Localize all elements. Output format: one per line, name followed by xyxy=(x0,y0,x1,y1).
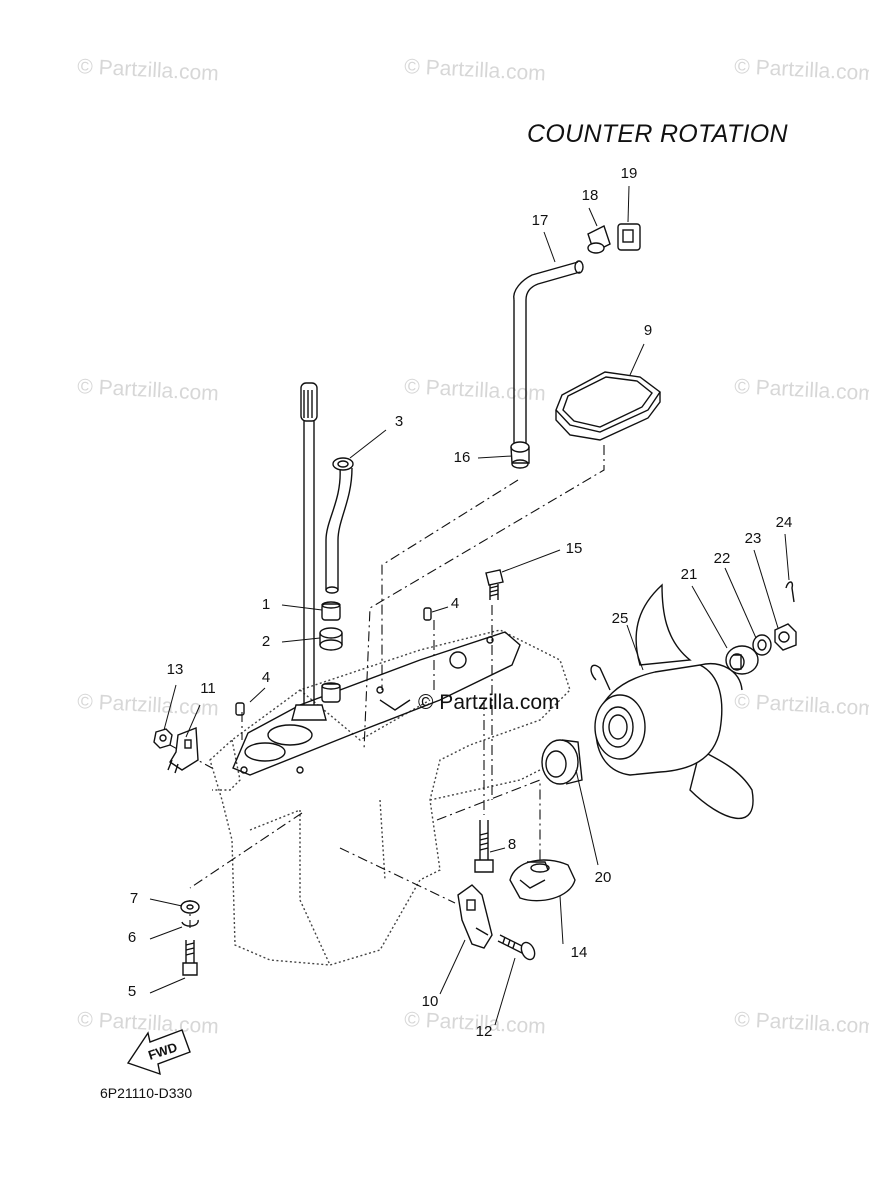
propeller-nut xyxy=(774,623,797,651)
callout-6[interactable]: 6 xyxy=(127,929,137,946)
callout-22[interactable]: 22 xyxy=(713,550,731,567)
diagram-title: COUNTER ROTATION xyxy=(527,120,788,148)
drive-seal xyxy=(321,682,341,703)
callout-15[interactable]: 15 xyxy=(565,540,583,557)
grommet-2 xyxy=(319,627,343,651)
leader-lines xyxy=(149,185,790,1026)
grommet-1 xyxy=(321,601,341,621)
callout-18[interactable]: 18 xyxy=(581,187,599,204)
anode-14 xyxy=(509,859,576,902)
diagram-code: 6P21110-D330 xyxy=(100,1085,193,1101)
callout-11[interactable]: 11 xyxy=(200,680,216,697)
callout-2[interactable]: 2 xyxy=(261,633,271,650)
clip xyxy=(617,223,641,251)
callout-14[interactable]: 14 xyxy=(570,944,588,961)
callout-10[interactable]: 10 xyxy=(421,993,439,1010)
callout-9[interactable]: 9 xyxy=(643,322,653,339)
callout-13[interactable]: 13 xyxy=(166,661,184,678)
callout-24[interactable]: 24 xyxy=(775,514,793,531)
housing-bolt-8 xyxy=(474,820,494,873)
trim-tab-anode xyxy=(167,727,199,774)
propeller-washer xyxy=(752,634,772,656)
washer xyxy=(180,900,200,914)
callout-1[interactable]: 1 xyxy=(261,596,271,613)
fwd-arrow-icon: FWD xyxy=(126,1029,191,1076)
callout-4-right[interactable]: 4 xyxy=(450,595,460,612)
center-watermark: © Partzilla.com xyxy=(418,691,560,714)
callout-21[interactable]: 21 xyxy=(680,566,698,583)
callout-7[interactable]: 7 xyxy=(129,890,139,907)
assembly-lines xyxy=(169,445,605,928)
dowel-pin-right xyxy=(423,607,432,621)
water-tube xyxy=(325,457,354,594)
callout-8[interactable]: 8 xyxy=(507,836,517,853)
cotter-pin xyxy=(785,581,795,603)
callout-20[interactable]: 20 xyxy=(594,869,612,886)
dowel-pin-left xyxy=(235,702,245,716)
callout-17[interactable]: 17 xyxy=(531,212,549,229)
callout-25[interactable]: 25 xyxy=(611,610,629,627)
thrust-bushing xyxy=(541,739,583,785)
spacer xyxy=(725,645,759,675)
lock-washer xyxy=(181,919,199,927)
anode-10 xyxy=(457,884,493,949)
bolt-5 xyxy=(182,940,198,976)
tube-grommet xyxy=(510,441,530,469)
callout-16[interactable]: 16 xyxy=(453,449,471,466)
callout-5[interactable]: 5 xyxy=(127,983,137,1000)
callout-4-left[interactable]: 4 xyxy=(261,669,271,686)
callout-23[interactable]: 23 xyxy=(744,530,762,547)
collar xyxy=(587,225,611,254)
callout-12[interactable]: 12 xyxy=(475,1023,493,1040)
drive-shaft xyxy=(291,382,327,721)
screw-12 xyxy=(497,934,536,961)
propeller xyxy=(590,583,754,819)
gasket xyxy=(555,371,661,441)
housing-deck xyxy=(232,631,521,776)
callout-3[interactable]: 3 xyxy=(394,413,404,430)
callout-19[interactable]: 19 xyxy=(620,165,638,182)
washer-hole xyxy=(186,904,194,910)
housing-bolt-15 xyxy=(485,569,504,600)
nut-13 xyxy=(153,728,173,749)
pipe-tube xyxy=(513,260,584,445)
